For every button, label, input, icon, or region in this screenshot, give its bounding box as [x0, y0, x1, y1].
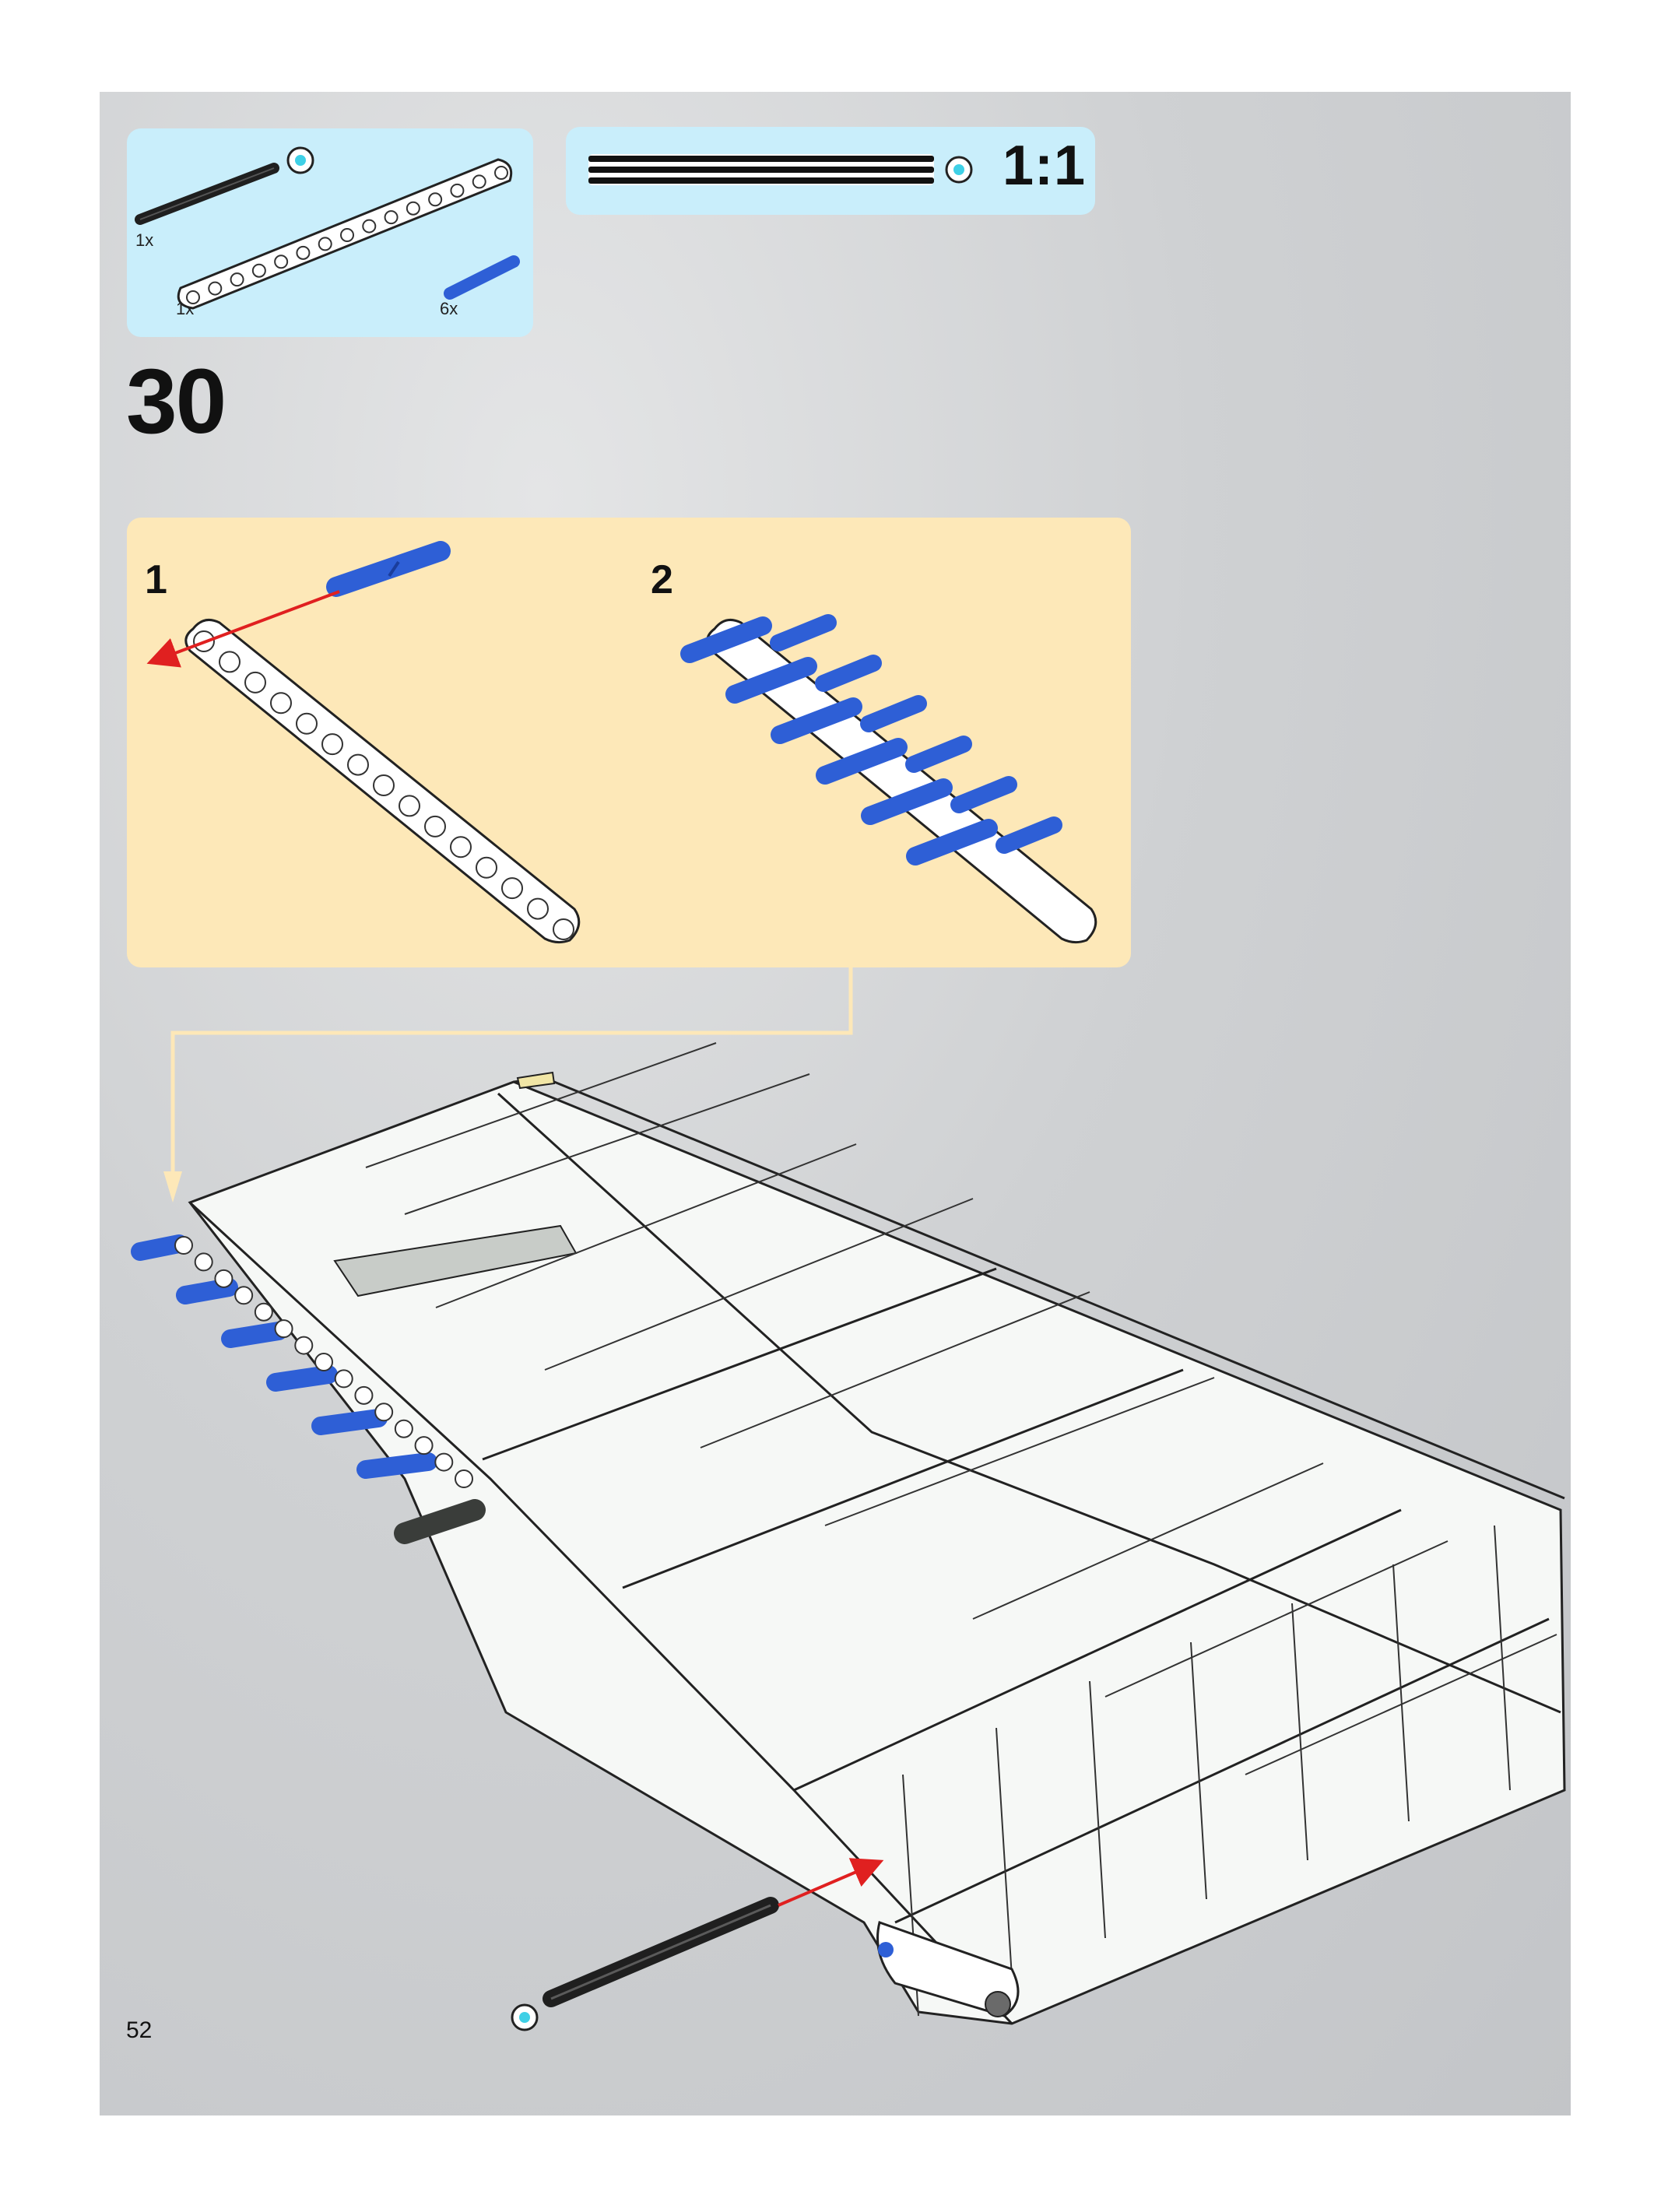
- wing-liftarm-hole: [195, 1253, 212, 1270]
- wing-liftarm-hole: [435, 1454, 452, 1471]
- substep1-hole: [553, 919, 574, 939]
- wing-peg: [140, 1244, 179, 1252]
- liftarm-hole: [451, 184, 463, 197]
- substep1-holes: [194, 631, 574, 939]
- substep1-hole: [271, 693, 291, 713]
- substep1-hole: [425, 816, 445, 837]
- wing-liftarm-hole: [175, 1237, 192, 1254]
- wing-liftarm-hole: [215, 1270, 232, 1287]
- substep2-peg-back: [959, 785, 1009, 805]
- wing-liftarm-hole: [335, 1370, 353, 1387]
- wing-liftarm-hole: [455, 1470, 472, 1487]
- wing-liftarm-hole: [375, 1403, 392, 1420]
- wing-liftarm-hole: [276, 1320, 293, 1337]
- substep1-hole: [528, 899, 548, 919]
- substep2-peg-back: [914, 744, 964, 764]
- substep1-hole: [451, 837, 471, 857]
- callout-connector-arrow: [163, 1171, 182, 1203]
- liftarm-hole: [319, 237, 332, 250]
- substep2-peg-back: [869, 704, 918, 724]
- wing-liftarm-hole: [315, 1354, 332, 1371]
- substep1-hole: [502, 878, 522, 898]
- substep2-peg-back: [778, 623, 828, 643]
- liftarm-hole: [429, 193, 441, 205]
- liftarm-hole: [385, 211, 398, 223]
- wing-liftarm-hole: [355, 1387, 372, 1404]
- liftarm-hole: [495, 167, 507, 179]
- wing-liftarm-hole: [255, 1304, 272, 1321]
- liftarm-hole: [473, 175, 486, 188]
- liftarm-hole: [231, 273, 244, 286]
- peg-part: [450, 262, 514, 293]
- substep1-hole: [245, 672, 265, 693]
- liftarm-hole: [187, 291, 199, 304]
- wing-peg: [366, 1462, 428, 1469]
- wing-liftarm-hole: [235, 1287, 252, 1304]
- liftarm-hole: [297, 247, 309, 259]
- wing-liftarm-hole: [395, 1420, 413, 1438]
- substep2-liftarm: [708, 620, 1096, 942]
- liftarm-hole: [275, 255, 287, 268]
- scale-axle: [588, 154, 934, 185]
- substep2-peg-back: [823, 663, 873, 683]
- wing-peg: [185, 1287, 229, 1295]
- substep1-hole: [476, 858, 497, 878]
- substep1-hole: [374, 775, 394, 795]
- scale-marker-icon: [946, 157, 971, 182]
- liftarm-hole: [209, 283, 221, 295]
- substep2-peg-back: [1004, 825, 1054, 845]
- liftarm-hole: [407, 202, 420, 215]
- liftarm-hole: [253, 265, 265, 277]
- wing-peg: [230, 1331, 279, 1339]
- bottom-axle: [551, 1905, 771, 1999]
- substep1-hole: [219, 651, 240, 672]
- color-marker-icon: [288, 148, 313, 173]
- substep1-hole: [297, 714, 317, 734]
- liftarm-hole: [341, 229, 353, 241]
- bottom-marker-icon: [512, 2005, 537, 2030]
- wing-peg: [321, 1418, 378, 1426]
- substep1-hole: [348, 755, 368, 775]
- liftarm-hole: [363, 220, 375, 233]
- substep1-hole: [399, 795, 420, 816]
- wing-peg: [276, 1375, 328, 1382]
- axle-part: [140, 168, 274, 219]
- wing-liftarm-hole: [416, 1437, 433, 1454]
- substep1-peg: [336, 551, 441, 587]
- substep1-hole: [322, 734, 342, 754]
- wing-liftarm-hole: [295, 1337, 312, 1354]
